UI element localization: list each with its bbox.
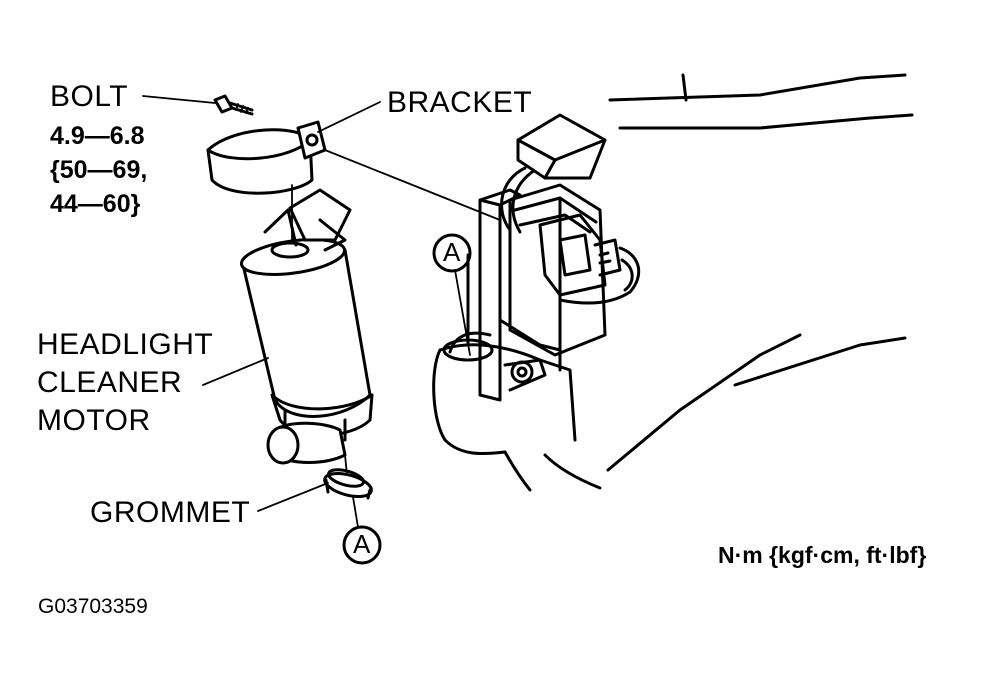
torque-units-label: N·m {kgf·cm, ft·lbf} [718, 542, 927, 568]
motor-label-line1: HEADLIGHT [37, 328, 214, 361]
bolt-part [213, 94, 254, 116]
grommet-part [323, 468, 373, 500]
marker-a-lower-letter: A [353, 529, 371, 559]
torque-value-line3: 44—60} [50, 190, 141, 218]
alignment-lines [291, 149, 501, 528]
connector-block [500, 113, 641, 357]
marker-a-upper-letter: A [443, 237, 461, 267]
torque-value-line2: {50—69, [50, 156, 148, 184]
headlamp-housing [432, 188, 577, 456]
marker-a-upper [432, 233, 472, 273]
clamp-band [206, 120, 327, 195]
leader-lines [142, 95, 381, 512]
motor-label-line2: CLEANER [37, 366, 183, 399]
bolt-label: BOLT [50, 80, 129, 113]
motor-part [239, 188, 374, 465]
grommet-label: GROMMET [90, 496, 251, 529]
torque-value-line1: 4.9—6.8 [50, 122, 145, 150]
body-panel [503, 73, 914, 492]
motor-label-line3: MOTOR [37, 404, 151, 437]
marker-a-lower [342, 525, 382, 565]
figure-id-label: G03703359 [38, 595, 148, 618]
bracket-label: BRACKET [387, 86, 533, 119]
